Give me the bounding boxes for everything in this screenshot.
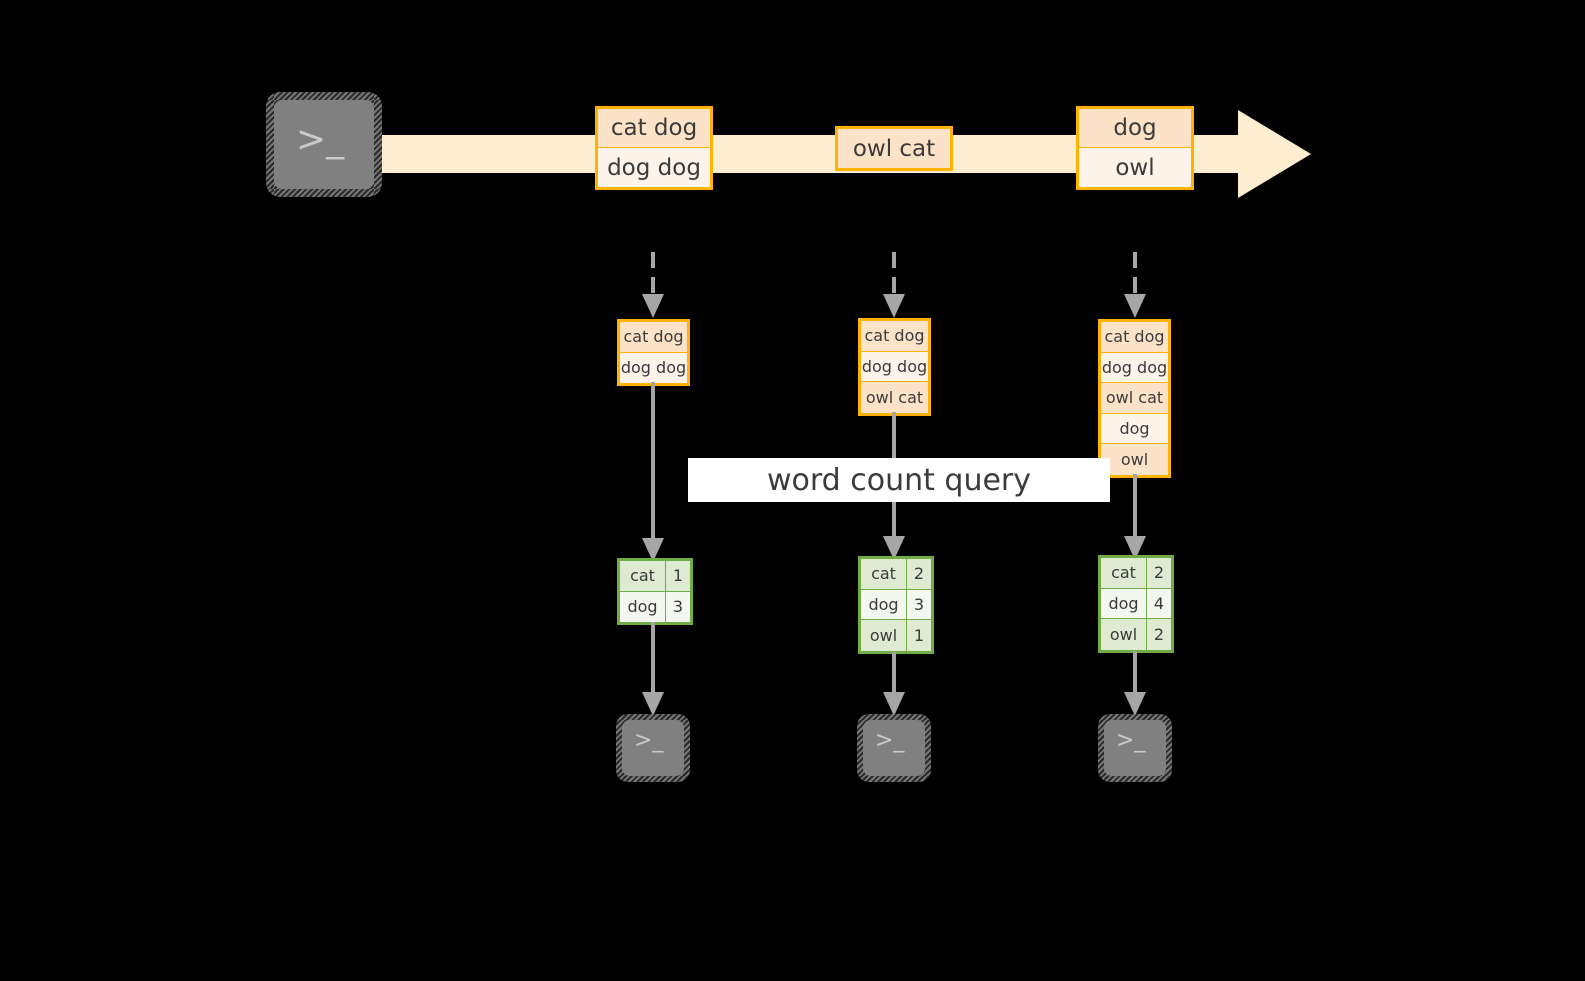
state-snapshot-1: cat dog dog dog	[617, 319, 690, 386]
state-line: dog dog	[620, 352, 687, 383]
word-cell: cat	[620, 561, 666, 591]
word-cell: dog	[620, 591, 666, 622]
count-cell: 3	[666, 591, 690, 622]
stream-record-line: owl cat	[838, 129, 950, 168]
snapshot-tap-arrow-1	[642, 252, 664, 318]
snapshot-tap-arrow-3	[1124, 252, 1146, 318]
output-arrow-1	[642, 622, 664, 716]
stream-record-line: owl	[1079, 148, 1191, 187]
query-arrow-1	[642, 382, 664, 562]
state-snapshot-3: cat dog dog dog owl cat dog owl	[1098, 319, 1171, 478]
state-line: cat dog	[1101, 322, 1168, 353]
table-row: owl 2	[1101, 619, 1171, 650]
state-line: dog	[1101, 413, 1168, 444]
query-label-text: word count query	[766, 462, 1032, 498]
state-line: owl cat	[1101, 383, 1168, 414]
count-cell: 2	[1147, 619, 1171, 650]
table-row: dog 3	[861, 589, 931, 620]
terminal-screen	[863, 720, 925, 776]
count-cell: 1	[907, 620, 931, 651]
table-row: dog 3	[620, 591, 690, 622]
terminal-prompt-glyph: >_	[1116, 728, 1146, 753]
state-line: owl cat	[861, 382, 928, 413]
terminal-prompt-glyph: >_	[296, 119, 345, 160]
state-snapshot-2: cat dog dog dog owl cat	[858, 318, 931, 416]
count-cell: 4	[1147, 588, 1171, 618]
word-cell: owl	[861, 620, 907, 651]
state-line: dog dog	[1101, 352, 1168, 383]
word-cell: owl	[1101, 619, 1147, 650]
source-terminal-icon: >_	[266, 92, 382, 197]
stream-record-line: dog	[1079, 109, 1191, 148]
stream-record-line: cat dog	[598, 109, 710, 148]
word-count-table-3: cat 2 dog 4 owl 2	[1098, 555, 1174, 653]
query-arrow-3	[1124, 474, 1146, 560]
table-row: cat 2	[861, 559, 931, 590]
table-row: owl 1	[861, 620, 931, 651]
output-arrow-2	[883, 652, 905, 716]
count-cell: 2	[907, 559, 931, 589]
table-row: dog 4	[1101, 588, 1171, 619]
word-cell: dog	[1101, 588, 1147, 618]
terminal-prompt-glyph: >_	[875, 728, 905, 753]
word-cell: cat	[861, 559, 907, 589]
terminal-screen	[622, 720, 684, 776]
stream-record-3: dog owl	[1076, 106, 1194, 190]
table-row: cat 1	[620, 561, 690, 592]
sink-terminal-icon-3: >_	[1098, 714, 1172, 782]
word-count-table-1: cat 1 dog 3	[617, 558, 693, 625]
stream-record-2: owl cat	[835, 126, 953, 171]
state-line: owl	[1101, 444, 1168, 475]
query-label: word count query	[688, 458, 1110, 502]
state-line: cat dog	[861, 321, 928, 352]
word-count-table-2: cat 2 dog 3 owl 1	[858, 556, 934, 654]
count-cell: 1	[666, 561, 690, 591]
stream-record-line: dog dog	[598, 148, 710, 187]
table-row: cat 2	[1101, 558, 1171, 589]
word-cell: dog	[861, 589, 907, 619]
state-line: dog dog	[861, 351, 928, 382]
snapshot-tap-arrow-2	[883, 252, 905, 318]
word-cell: cat	[1101, 558, 1147, 588]
terminal-screen	[1104, 720, 1166, 776]
stream-record-1: cat dog dog dog	[595, 106, 713, 190]
count-cell: 2	[1147, 558, 1171, 588]
output-arrow-3	[1124, 651, 1146, 716]
state-line: cat dog	[620, 322, 687, 353]
terminal-screen	[274, 100, 374, 189]
terminal-prompt-glyph: >_	[634, 728, 664, 753]
sink-terminal-icon-1: >_	[616, 714, 690, 782]
count-cell: 3	[907, 589, 931, 619]
sink-terminal-icon-2: >_	[857, 714, 931, 782]
